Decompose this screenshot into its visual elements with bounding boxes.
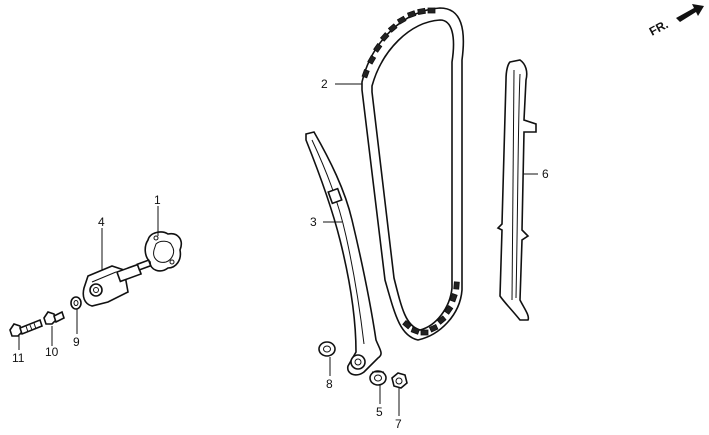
cam-chain bbox=[361, 7, 465, 341]
front-arrow-icon bbox=[676, 4, 704, 22]
chain-links-top bbox=[361, 7, 436, 79]
sealing-washer bbox=[70, 296, 82, 310]
callout-8: 8 bbox=[326, 377, 333, 391]
cam-chain-guide bbox=[496, 59, 537, 321]
callout-10: 10 bbox=[45, 345, 59, 359]
callout-4: 4 bbox=[98, 215, 105, 229]
front-direction-indicator: FR. bbox=[647, 4, 704, 39]
front-label: FR. bbox=[647, 17, 671, 38]
callout-7: 7 bbox=[395, 417, 402, 431]
chain-links-bottom bbox=[402, 281, 460, 336]
callout-6: 6 bbox=[542, 167, 549, 181]
callout-1: 1 bbox=[154, 193, 161, 207]
leader-lines bbox=[18, 83, 538, 416]
pivot-nut bbox=[391, 372, 408, 389]
callout-5: 5 bbox=[376, 405, 383, 419]
tensioner-bolt-short bbox=[43, 310, 65, 325]
pivot-collar bbox=[369, 370, 387, 386]
callout-2: 2 bbox=[321, 77, 328, 91]
callout-labels: 2 3 1 4 6 11 10 9 8 5 7 bbox=[12, 77, 549, 431]
cam-chain-tensioner-slipper bbox=[305, 131, 382, 376]
callout-3: 3 bbox=[310, 215, 317, 229]
slipper-washer bbox=[318, 341, 336, 357]
callout-9: 9 bbox=[73, 335, 80, 349]
cam-chain-tensioner-lifter bbox=[82, 259, 152, 307]
tensioner-bolt bbox=[9, 318, 43, 337]
callout-11: 11 bbox=[12, 351, 25, 365]
